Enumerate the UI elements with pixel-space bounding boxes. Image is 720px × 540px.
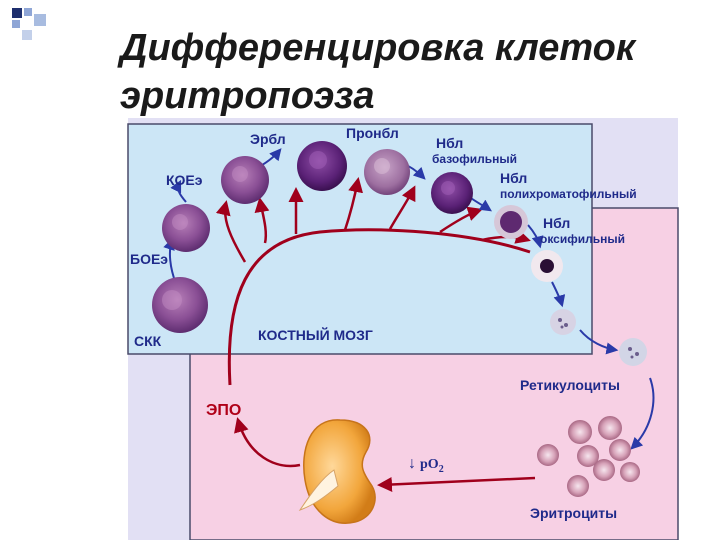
deco-square-3 [12, 20, 20, 28]
blue-arrow-7 [579, 329, 619, 355]
deco-square-2 [24, 8, 32, 16]
blue-arrow-9 [170, 179, 187, 203]
deco-square-5 [22, 30, 32, 40]
cell-reticulocyte-1 [550, 309, 576, 335]
cell-boe [162, 204, 210, 252]
cell-nbl-oxy [531, 250, 563, 282]
label-nbl-baso-2: базофильный [432, 152, 517, 166]
po2-text: pO2 [420, 457, 444, 475]
label-nbl-oxy-2: оксифильный [540, 232, 625, 246]
cell-skk [152, 277, 208, 333]
label-nbl-poly-2: полихроматофильный [500, 187, 637, 201]
label-koe: КОЕэ [166, 172, 203, 188]
kidney-to-epo-arrow [234, 417, 301, 468]
label-bone-marrow: КОСТНЫЙ МОЗГ [258, 326, 373, 343]
label-boe: БОЕэ [130, 251, 168, 267]
label-erythrocytes: Эритроциты [530, 505, 617, 521]
cell-koe [221, 156, 269, 204]
deco-square-4 [34, 14, 46, 26]
label-nbl-oxy-1: Нбл [543, 215, 570, 231]
label-epo: ЭПО [206, 402, 241, 419]
blue-arrow-8 [630, 377, 655, 450]
erythrocytes-group [537, 416, 640, 497]
po2-prefix: pO [420, 457, 439, 472]
cell-nbl-poly [494, 205, 528, 239]
label-po2: ↓ pO2 [408, 455, 444, 475]
arrow-to-nbl-2 [388, 185, 416, 230]
arrow-to-erbl [254, 197, 270, 244]
cell-nbl-baso [431, 172, 473, 214]
epo-main-arc [227, 228, 531, 386]
arrow-to-nbl-3 [439, 206, 483, 234]
arrow-to-nbl-1 [343, 177, 364, 231]
po2-subscript: 2 [439, 464, 444, 475]
title-line-1: Дифференцировка клеток [120, 27, 636, 69]
label-skk: СКК [134, 333, 162, 349]
blue-arrow-6 [551, 281, 566, 308]
label-pronbl: Пронбл [346, 125, 399, 141]
label-erbl: Эрбл [250, 131, 286, 147]
label-nbl-poly-1: Нбл [500, 170, 527, 186]
title-line-2: эритропоэза [120, 75, 375, 117]
kidney-icon [298, 419, 376, 524]
label-reticulocytes: Ретикулоциты [520, 377, 620, 393]
cell-reticulocyte-2 [619, 338, 647, 366]
po2-down-arrow: ↓ [408, 455, 416, 472]
label-nbl-baso-1: Нбл [436, 135, 463, 151]
blue-arrow-5 [527, 224, 544, 249]
cell-pronbl [364, 149, 410, 195]
erythrocytes-to-kidney-arrow [377, 476, 536, 492]
deco-square-1 [12, 8, 22, 18]
page-title: Дифференцировка клеток эритропоэза [120, 24, 700, 120]
cell-erbl [297, 141, 347, 191]
arrow-to-koe [215, 200, 247, 263]
